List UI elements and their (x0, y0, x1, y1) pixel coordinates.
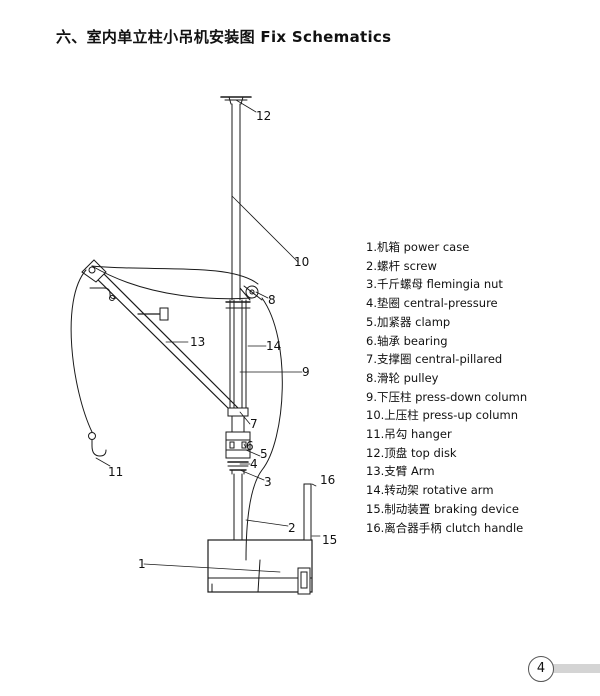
callout-14: 14 (266, 339, 281, 353)
legend-item: 10.上压柱 press-up column (366, 408, 519, 423)
legend-item: 14.转动架 rotative arm (366, 483, 494, 498)
callout-15: 15 (322, 533, 337, 547)
callout-6: 6 (246, 439, 254, 453)
legend-item: 4.垫圈 central-pressure (366, 296, 498, 311)
legend-item: 9.下压柱 press-down column (366, 389, 528, 404)
page-number: 4 (528, 656, 554, 682)
braking-device (297, 567, 311, 595)
clamp-bearing-block (225, 407, 251, 475)
callout-13: 13 (190, 335, 205, 349)
callout-5: 5 (260, 447, 268, 461)
upper-column (231, 103, 241, 301)
page-title: 六、室内单立柱小吊机安装图 Fix Schematics (56, 28, 392, 46)
legend-item: 6.轴承 bearing (366, 333, 448, 348)
callout-7: 7 (250, 417, 258, 431)
legend-item: 11.吊勾 hanger (366, 427, 452, 442)
legend-item: 5.加紧器 clamp (366, 314, 451, 329)
legend-item: 12.顶盘 top disk (366, 445, 457, 460)
power-case (207, 539, 313, 593)
callout-numbers: 1 2 3 4 5 6 7 8 9 10 11 12 13 14 15 16 (108, 109, 337, 571)
legend-item: 15.制动装置 braking device (366, 501, 519, 516)
callout-12: 12 (256, 109, 271, 123)
callout-3: 3 (264, 475, 272, 489)
callout-2: 2 (288, 521, 296, 535)
callout-16: 16 (320, 473, 335, 487)
callout-11: 11 (108, 465, 123, 479)
hook-hanger (88, 432, 107, 457)
legend-item: 7.支撑圈 central-pillared (366, 352, 503, 367)
rotative-arm-frame (225, 287, 251, 413)
wire-rope (70, 265, 283, 561)
callout-leaders (95, 99, 321, 573)
legend-item: 2.螺杆 screw (366, 258, 437, 273)
footer-bar (548, 664, 600, 673)
parts-legend: 1.机箱 power case 2.螺杆 screw 3.千斤螺母 flemin… (366, 238, 527, 537)
callout-1: 1 (138, 557, 146, 571)
legend-item: 16.离合器手柄 clutch handle (366, 520, 524, 535)
legend-item: 8.滑轮 pulley (366, 370, 439, 385)
legend-item: 3.千斤螺母 flemingia nut (366, 277, 503, 292)
callout-10: 10 (294, 255, 309, 269)
top-disk (220, 96, 252, 105)
callout-4: 4 (250, 457, 258, 471)
legend-item: 1.机箱 power case (366, 240, 470, 254)
legend-item: 13.支臂 Arm (366, 464, 435, 479)
callout-8: 8 (268, 293, 276, 307)
clutch-handle (303, 483, 312, 541)
callout-9: 9 (302, 365, 310, 379)
boom-arm (81, 259, 239, 413)
